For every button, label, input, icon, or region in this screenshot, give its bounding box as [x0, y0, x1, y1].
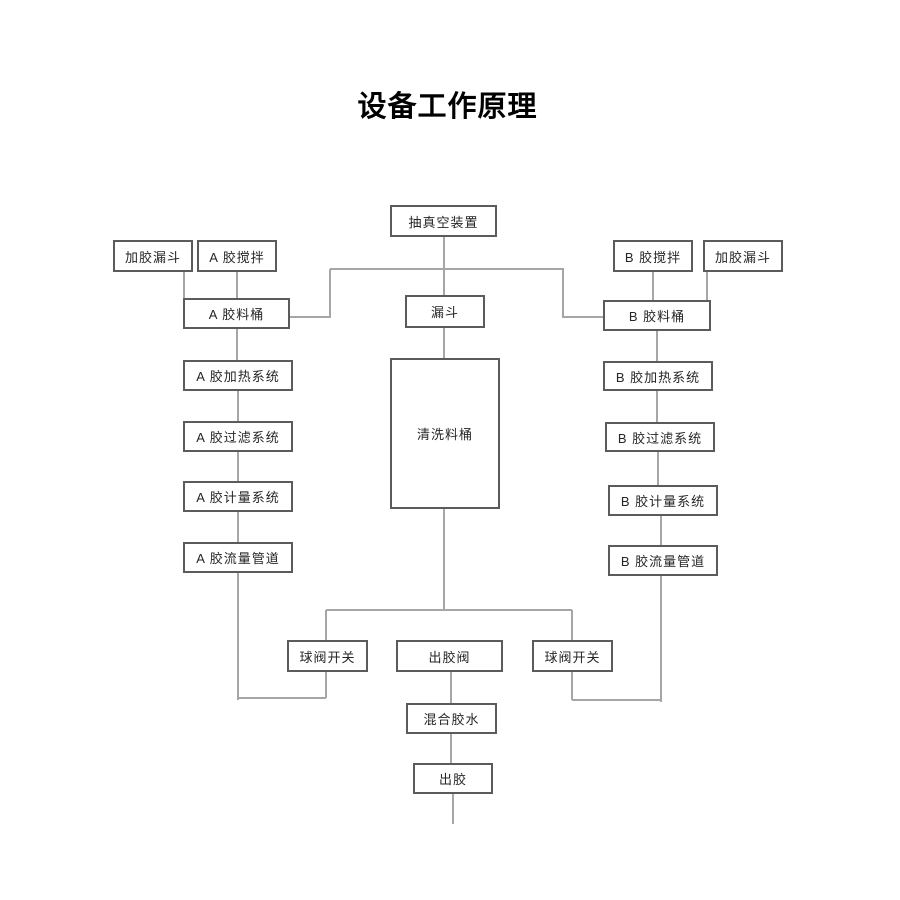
connector-line [183, 272, 185, 298]
connector-line [660, 576, 662, 702]
connector-line [563, 316, 603, 318]
flow-node-a-glue-barrel: A 胶料桶 [183, 298, 290, 329]
flow-node-glue-funnel-right: 加胶漏斗 [703, 240, 783, 272]
connector-line [237, 512, 239, 542]
flow-node-b-glue-barrel: B 胶料桶 [603, 300, 711, 331]
connector-line [330, 268, 564, 270]
flow-node-funnel: 漏斗 [405, 295, 485, 328]
flow-node-b-metering-system: B 胶计量系统 [608, 485, 718, 516]
connector-line [238, 697, 326, 699]
flow-node-mixed-glue: 混合胶水 [406, 703, 497, 734]
connector-line [237, 573, 239, 700]
flow-node-b-heating-system: B 胶加热系统 [603, 361, 713, 391]
flow-node-b-glue-stirrer: B 胶搅拌 [613, 240, 693, 272]
connector-line [572, 699, 661, 701]
flow-node-cleaning-barrel: 清洗料桶 [390, 358, 500, 509]
connector-line [326, 609, 572, 611]
flow-node-glue-funnel-left: 加胶漏斗 [113, 240, 193, 272]
flow-node-vacuum-device: 抽真空装置 [390, 205, 497, 237]
connector-line [657, 452, 659, 485]
connector-line [443, 237, 445, 295]
flow-node-b-filter-system: B 胶过滤系统 [605, 422, 715, 452]
connector-line [450, 734, 452, 763]
flow-node-a-heating-system: A 胶加热系统 [183, 360, 293, 391]
flow-node-glue-outlet-valve: 出胶阀 [396, 640, 503, 672]
connector-line [571, 610, 573, 640]
connector-line [656, 391, 658, 422]
connector-line [660, 516, 662, 545]
connector-line [706, 272, 708, 300]
connector-line [652, 272, 654, 300]
connector-line [325, 672, 327, 698]
flow-node-a-metering-system: A 胶计量系统 [183, 481, 293, 512]
connector-line [443, 509, 445, 611]
flow-node-a-flow-pipe: A 胶流量管道 [183, 542, 293, 573]
connector-line [571, 672, 573, 700]
connector-line [236, 329, 238, 360]
connector-line [325, 610, 327, 640]
connector-line [452, 794, 454, 824]
connector-line [656, 331, 658, 361]
connector-line [237, 452, 239, 481]
connector-line [237, 391, 239, 421]
connector-line [290, 316, 330, 318]
connector-line [562, 269, 564, 318]
connector-line [236, 272, 238, 298]
flow-node-ball-valve-left: 球阀开关 [287, 640, 368, 672]
flow-node-glue-out: 出胶 [413, 763, 493, 794]
flow-node-b-flow-pipe: B 胶流量管道 [608, 545, 718, 576]
flow-node-a-filter-system: A 胶过滤系统 [183, 421, 293, 452]
connector-line [443, 328, 445, 358]
flow-node-ball-valve-right: 球阀开关 [532, 640, 613, 672]
connector-line [329, 269, 331, 318]
flow-node-a-glue-stirrer: A 胶搅拌 [197, 240, 277, 272]
connector-line [450, 672, 452, 703]
page-title: 设备工作原理 [357, 91, 538, 123]
